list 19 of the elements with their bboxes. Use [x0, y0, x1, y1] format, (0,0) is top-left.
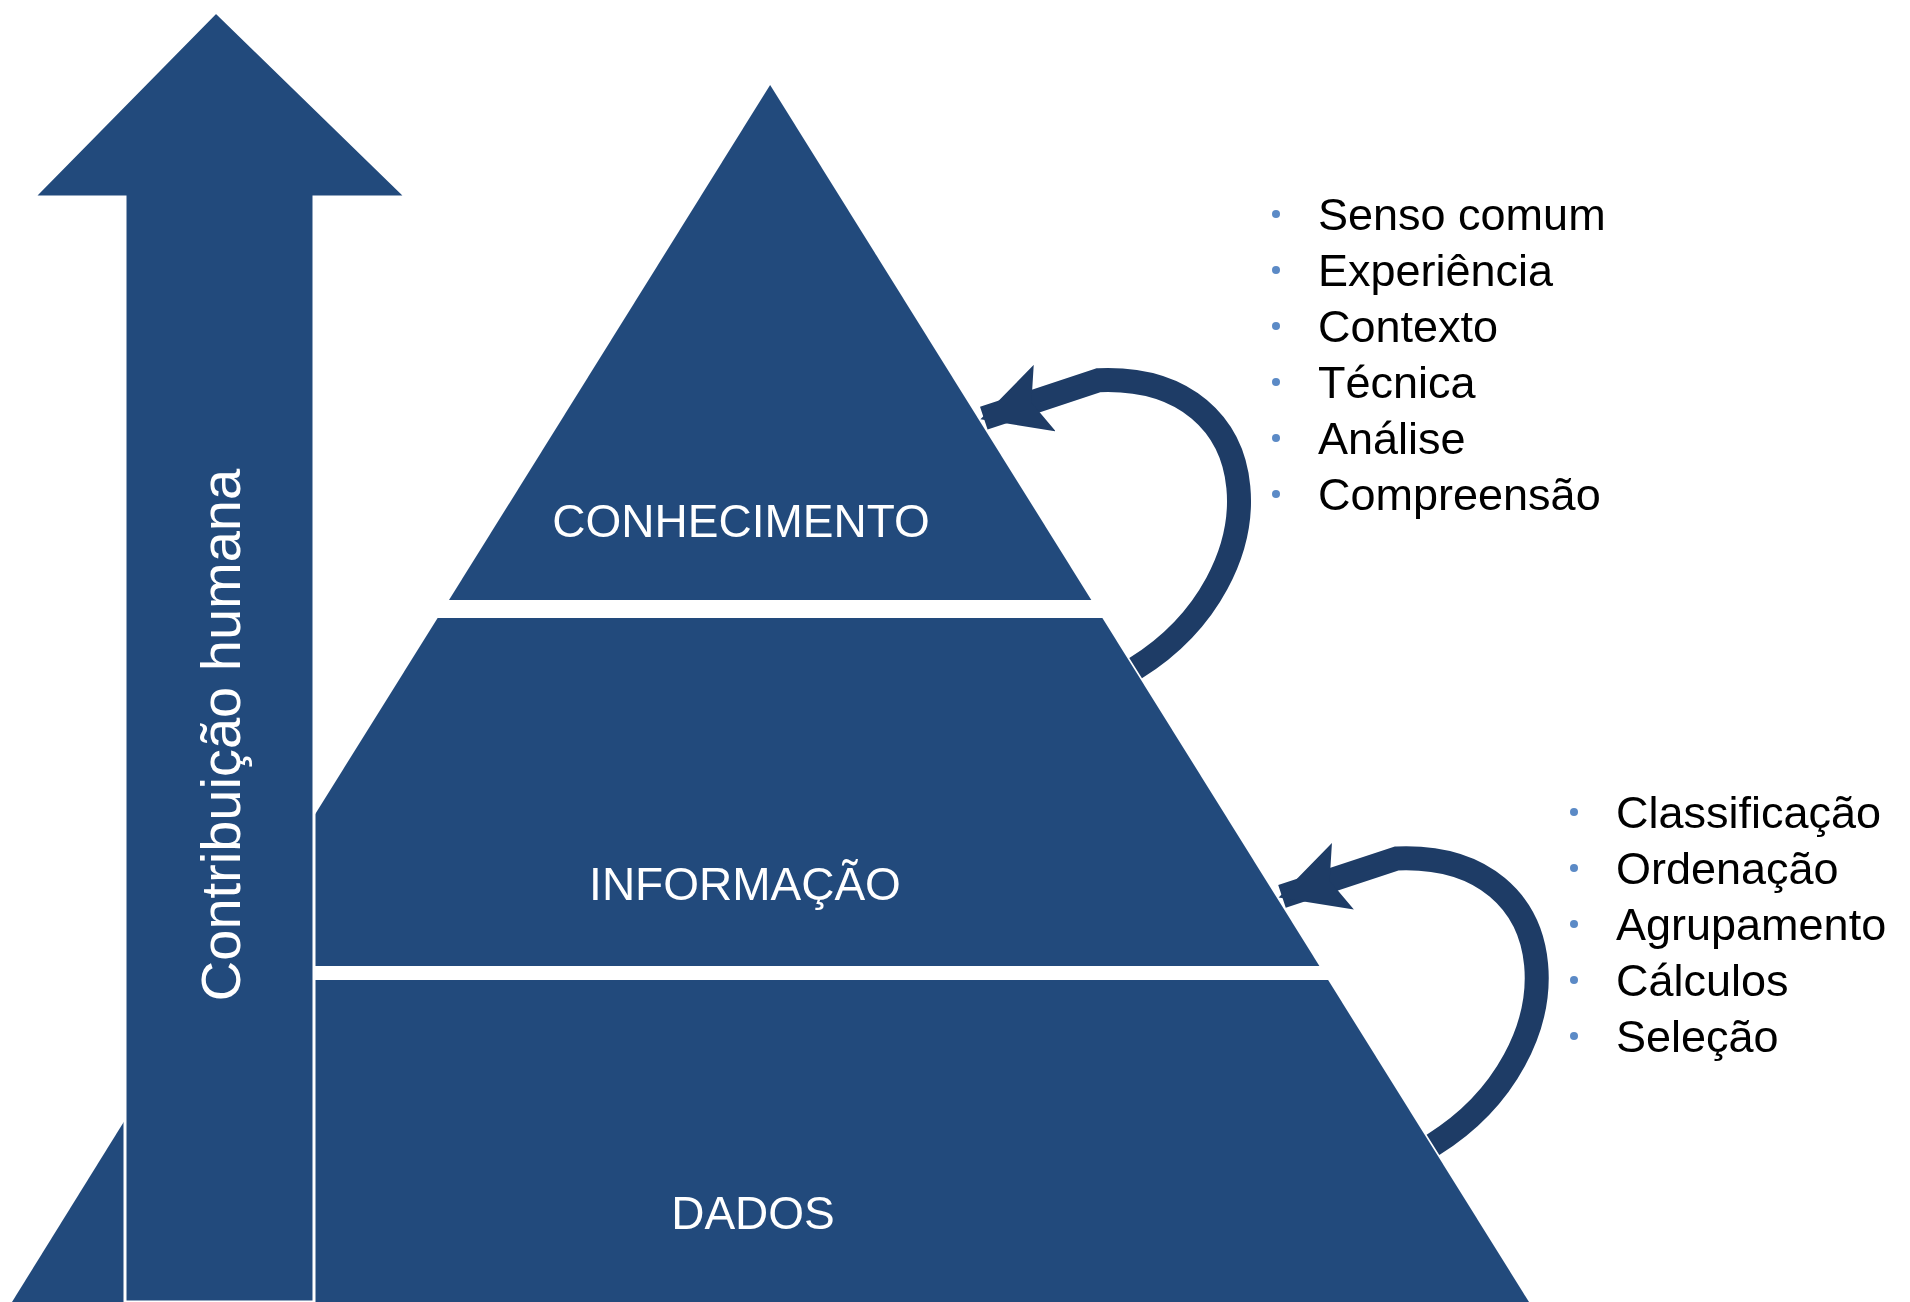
tier-label: CONHECIMENTO [552, 494, 930, 548]
pyramid-tier [448, 85, 1092, 600]
list-item: Contexto [1318, 304, 1499, 349]
list-item: Senso comum [1318, 192, 1606, 237]
list-item: Compreensão [1318, 472, 1601, 517]
list-item: Ordenação [1616, 846, 1839, 891]
list-item: Seleção [1616, 1014, 1779, 1059]
tier-label: INFORMAÇÃO [589, 857, 901, 911]
curved-arrow [980, 364, 1251, 678]
list-item: Agrupamento [1616, 902, 1887, 947]
list-item: Experiência [1318, 248, 1554, 293]
list-item: Análise [1318, 416, 1466, 461]
list-item: Classificação [1616, 790, 1882, 835]
list-item: Técnica [1318, 360, 1476, 405]
pyramid-tier [314, 618, 1320, 966]
list-item: Cálculos [1616, 958, 1789, 1003]
tier-label: DADOS [671, 1186, 835, 1240]
arrow-label: Contribuição humana [187, 468, 253, 1002]
curved-arrow [1278, 843, 1549, 1155]
